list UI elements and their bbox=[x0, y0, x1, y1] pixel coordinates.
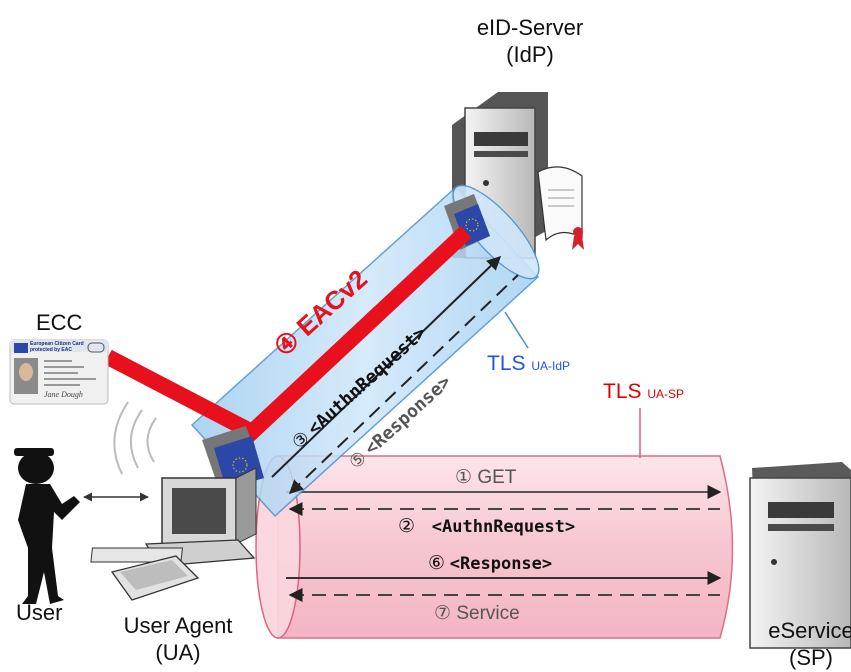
message-2-authnrequest: ② <AuthnRequest> bbox=[398, 515, 575, 537]
tls-ua-idp-sub: UA-IdP bbox=[531, 359, 571, 373]
ecc-label: ECC bbox=[36, 310, 83, 335]
eid-server-title: eID-Server bbox=[476, 15, 584, 40]
eacv2-connection bbox=[104, 226, 472, 442]
message-6-number: ⑥ bbox=[428, 552, 446, 574]
message-1-get: ① GET bbox=[455, 466, 516, 489]
eid-server-role: (IdP) bbox=[506, 42, 554, 67]
tls-ua-idp-main: TLS bbox=[487, 352, 526, 375]
eservice-label: eService (SP) bbox=[756, 617, 851, 671]
user-agent-pc-icon bbox=[90, 467, 257, 601]
tls-ua-idp-label: TLS UA-IdP bbox=[487, 352, 570, 376]
message-6-response: ⑥ <Response> bbox=[428, 552, 552, 574]
wireless-signal-icon bbox=[113, 401, 157, 475]
message-6-text: <Response> bbox=[449, 554, 553, 574]
message-1-number: ① bbox=[455, 466, 473, 488]
eid-server-label: eID-Server (IdP) bbox=[465, 14, 595, 68]
tls-ua-idp-callout-line bbox=[504, 311, 529, 349]
sp-message-arrows bbox=[286, 485, 722, 602]
tls-ua-sp-main: TLS bbox=[603, 380, 642, 403]
eservice-server-icon bbox=[749, 462, 851, 649]
message-2-number: ② bbox=[398, 515, 416, 537]
message-7-text: Service bbox=[456, 603, 520, 624]
certificate-icon bbox=[537, 166, 584, 250]
message-2-text: <AuthnRequest> bbox=[431, 517, 576, 537]
user-agent-role: (UA) bbox=[155, 640, 201, 665]
ecc-card-icon bbox=[9, 339, 109, 405]
user-agent-title: User Agent bbox=[123, 613, 233, 638]
user-label: User bbox=[16, 600, 63, 625]
ecc-card-title-line1: European Citizen Card bbox=[30, 341, 84, 347]
message-1-text: GET bbox=[477, 467, 517, 488]
user-icon bbox=[14, 448, 80, 604]
tls-ua-sp-sub: UA-SP bbox=[647, 387, 685, 401]
ecc-card-title: European Citizen Card protected by EAC bbox=[30, 341, 100, 353]
eservice-role: (SP) bbox=[789, 645, 833, 670]
user-agent-label: User Agent (UA) bbox=[108, 612, 248, 666]
tls-ua-sp-label: TLS UA-SP bbox=[603, 380, 684, 404]
eservice-title: eService bbox=[768, 618, 851, 643]
idp-message-arrows bbox=[271, 256, 519, 494]
message-7-service: ⑦ Service bbox=[434, 602, 520, 625]
ecc-card-title-line2: protected by EAC bbox=[30, 347, 72, 353]
message-7-number: ⑦ bbox=[434, 602, 452, 624]
ecc-card-signature: Jane Dough bbox=[44, 390, 83, 399]
